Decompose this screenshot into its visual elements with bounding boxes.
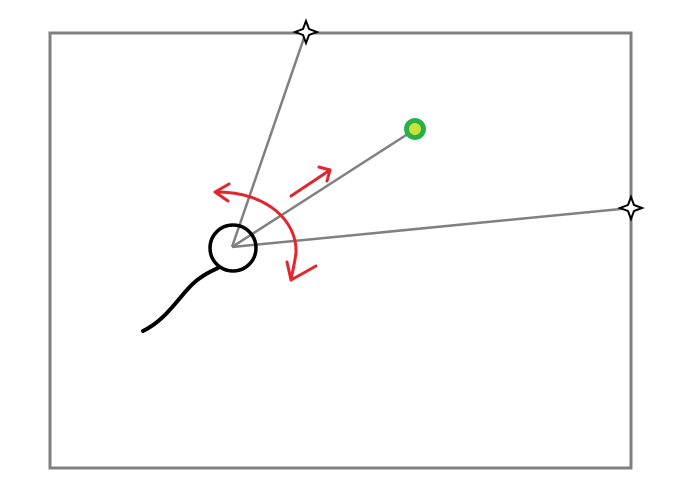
- rotation-arrow-counterclockwise: [215, 190, 298, 254]
- rotation-arrow-clockwise: [289, 250, 298, 281]
- target-marker: [404, 118, 426, 140]
- direction-arrow-toward-target: [289, 168, 332, 198]
- agent-head-circle: [208, 223, 258, 273]
- boundary-frame: [48, 31, 633, 470]
- ray-to-target: [231, 128, 415, 249]
- star-marker-top: [292, 18, 320, 46]
- rotation-arrow-counterclockwise-head: [213, 182, 231, 203]
- direction-arrow-toward-target-head: [317, 165, 332, 183]
- rotation-arrows: [213, 165, 332, 282]
- target-dot-inner: [409, 123, 421, 135]
- ray-to-star-top: [230, 31, 308, 248]
- rotation-arrow-clockwise-head: [285, 260, 318, 282]
- agent-tail: [141, 266, 220, 333]
- ray-to-star-right: [231, 206, 632, 249]
- star-marker-right: [617, 194, 645, 222]
